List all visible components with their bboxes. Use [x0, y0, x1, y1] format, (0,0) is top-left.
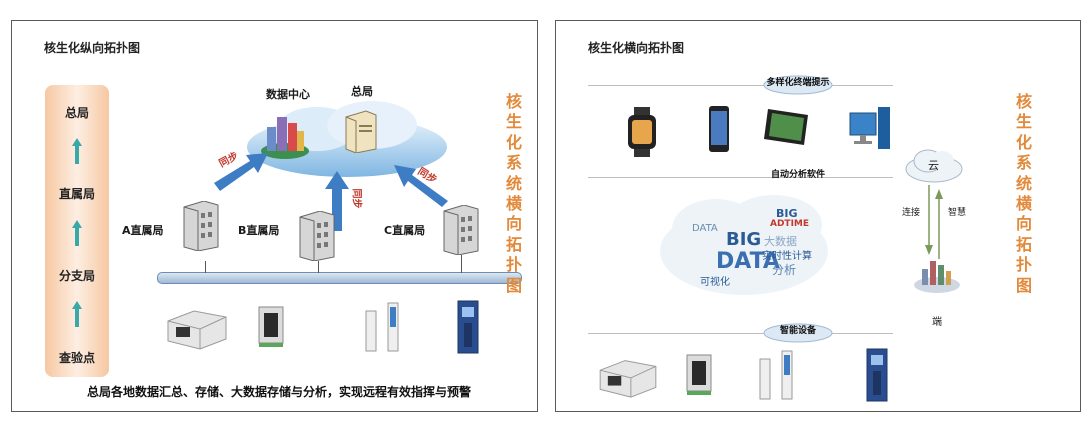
link-arrows-icon	[925, 185, 943, 259]
vertical-topology-title: 核生化纵向拓扑图	[44, 41, 141, 55]
sync-arrow-icon	[214, 153, 268, 191]
side-title-char: 向	[505, 214, 522, 234]
level-hq: 总局	[64, 106, 89, 120]
word-cloud-text: ADTIME	[770, 219, 810, 229]
side-title-char: 系	[1015, 153, 1032, 173]
side-title-char: 化	[1015, 132, 1032, 152]
cloud-icon	[905, 149, 963, 183]
hq-server-icon	[345, 110, 377, 153]
word-cloud-text: BIG	[726, 229, 762, 250]
section-divider	[588, 333, 893, 334]
connect-label: 连接	[902, 208, 921, 218]
bureau-c-label: C直属局	[384, 224, 426, 237]
big-data-word-cloud: BIG DATA BIG DATA 实时性计算 分析 可视化 ADTIME 大数…	[656, 189, 832, 299]
level-direct-bureau: 直属局	[58, 187, 95, 201]
section-label: 自动分析软件	[770, 170, 825, 180]
sync-arrow-icon	[394, 165, 448, 207]
section-cloud-icon	[763, 323, 833, 343]
hq-label: 总局	[351, 85, 373, 98]
bus-connector	[318, 261, 319, 273]
vertical-topology-caption: 总局各地数据汇总、存储、大数据存储与分析，实现远程有效指挥与预警	[87, 385, 472, 399]
word-cloud-text: BIG	[776, 207, 798, 220]
smartphone-icon	[709, 106, 729, 152]
side-title-char: 向	[1015, 214, 1032, 234]
word-cloud-text: 可视化	[700, 277, 730, 288]
side-title-char: 横	[1015, 194, 1032, 214]
detector-column-icon	[457, 300, 479, 354]
word-cloud-text: DATA	[716, 249, 780, 274]
side-title-char: 统	[505, 173, 522, 193]
bus-connector	[461, 255, 462, 273]
sync-arrow-icon	[325, 171, 349, 231]
section-divider	[588, 177, 893, 178]
side-title-char: 拓	[1015, 234, 1032, 254]
word-cloud-text: 实时性计算	[762, 251, 812, 262]
portal-monitor-icon	[759, 350, 793, 400]
edge-city-icon	[914, 261, 960, 293]
level-branch: 分支局	[58, 269, 95, 283]
xray-scanner-icon	[167, 310, 227, 350]
bureau-b-label: B直属局	[238, 224, 280, 237]
section-divider	[588, 85, 893, 86]
up-arrow-icon	[72, 301, 82, 327]
side-title-char: 生	[505, 112, 522, 132]
smartwatch-icon	[628, 107, 656, 157]
detector-column-icon	[866, 348, 888, 402]
hierarchy-sidebar: 总局 直属局 分支局 查验点	[45, 85, 109, 377]
up-arrow-icon	[72, 138, 82, 164]
building-icon	[299, 211, 335, 261]
xray-scanner-icon	[599, 360, 657, 398]
network-bus	[157, 272, 522, 284]
section-cloud-icon	[763, 75, 833, 95]
side-title-char: 横	[505, 194, 522, 214]
up-arrow-icon	[72, 220, 82, 246]
side-title-char: 生	[1015, 112, 1032, 132]
side-title-left: 核 生 化 系 统 横 向 拓 扑 图	[504, 92, 524, 296]
side-title-char: 拓	[505, 234, 522, 254]
building-icon	[183, 201, 219, 251]
cloud-label: 云	[928, 159, 939, 172]
tablet-icon	[764, 109, 808, 145]
side-title-char: 核	[1015, 92, 1032, 111]
end-label: 端	[932, 317, 942, 328]
data-center-label: 数据中心	[266, 88, 310, 101]
level-inspection-point: 查验点	[58, 351, 95, 365]
word-cloud-text: 分析	[772, 263, 797, 277]
bureau-a-label: A直属局	[122, 224, 164, 237]
security-gate-icon	[686, 354, 712, 395]
word-cloud-text: 大数据	[764, 235, 797, 248]
side-title-char: 扑	[1015, 255, 1032, 275]
horizontal-topology-panel: 核生化横向拓扑图 多样化终端提示 自动分析软件 BIG DATA	[555, 20, 1081, 412]
side-title-char: 图	[505, 275, 522, 295]
side-title-right: 核 生 化 系 统 横 向 拓 扑 图	[1014, 92, 1034, 296]
data-center-icon	[261, 117, 309, 159]
bus-connector	[205, 261, 206, 273]
sync-label: 同步	[350, 188, 362, 209]
side-title-char: 图	[1015, 275, 1032, 295]
building-icon	[443, 205, 479, 255]
side-title-char: 统	[1015, 173, 1032, 193]
vertical-topology-panel: 核生化纵向拓扑图 总局 直属局 分支局 查验点 数据中心 总局 同步 同步	[11, 20, 538, 412]
side-title-char: 扑	[505, 255, 522, 275]
desktop-computer-icon	[849, 107, 890, 149]
word-cloud-shape	[660, 195, 828, 295]
side-title-char: 化	[505, 132, 522, 152]
side-title-char: 系	[505, 153, 522, 173]
portal-monitor-icon	[365, 302, 399, 352]
section-label: 多样化终端提示	[766, 78, 830, 88]
smart-label: 智慧	[948, 208, 967, 218]
security-gate-icon	[258, 306, 284, 347]
section-label: 智能设备	[779, 326, 816, 336]
word-cloud-text: DATA	[692, 223, 718, 234]
horizontal-topology-title: 核生化横向拓扑图	[588, 41, 685, 55]
side-title-char: 核	[505, 92, 522, 111]
